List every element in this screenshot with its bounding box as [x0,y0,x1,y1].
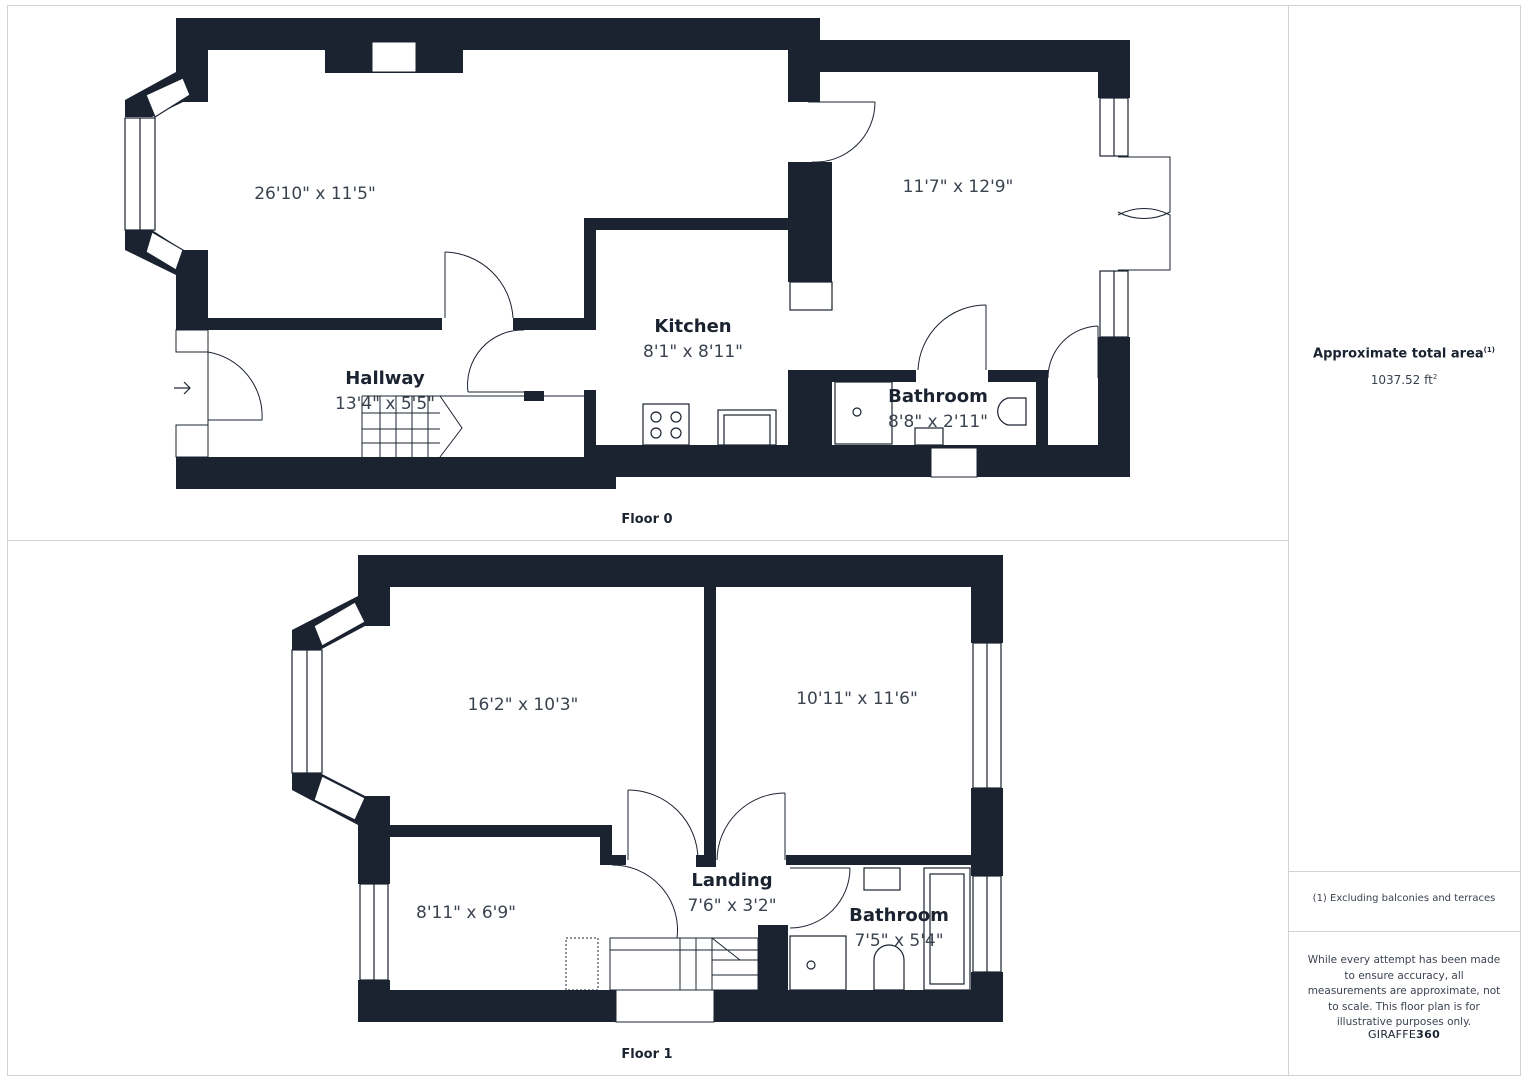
disclaimer-divider [1288,931,1521,932]
floor-0-walls [125,18,1130,489]
area-title-text: Approximate total area [1313,346,1484,362]
floor-0-label: Floor 0 [621,512,673,527]
floor-1-windows [291,601,1002,981]
room-dims: 8'11" x 6'9" [416,903,516,923]
room-dims: 8'8" x 2'11" [888,412,988,432]
room-dims: 7'5" x 5'4" [854,931,943,951]
room-dims: 8'1" x 8'11" [643,342,743,362]
room-name: Kitchen [654,316,731,337]
kitchen-fixtures [642,381,1027,446]
area-value: 1037.52 ft2 [1288,373,1520,387]
brand-bold: 360 [1416,1028,1441,1041]
floor-1-doors [611,789,851,939]
area-value-text: 1037.52 ft [1370,373,1433,387]
summary-panel [1288,5,1521,1076]
floor-1-walls [292,555,1003,1023]
room-dims: 13'4" x 5'5" [335,394,435,414]
floor-0-stairs [361,395,584,458]
room-dims: 16'2" x 10'3" [468,695,579,715]
room-dims: 7'6" x 3'2" [687,896,776,916]
room-name: Hallway [345,368,425,389]
room-name: Bathroom [849,905,949,926]
brand-logo: GIRAFFE360 [1288,1028,1520,1041]
entrance-arrow-icon [174,381,191,395]
floor-0-windows [124,77,1129,338]
floor-1-stairs [565,937,759,991]
area-footnote-marker: (1) [1483,346,1495,354]
area-title: Approximate total area(1) [1288,346,1520,361]
footnote: (1) Excluding balconies and terraces [1312,893,1496,904]
area-unit-exponent: 2 [1432,373,1438,381]
brand-light: GIRAFFE [1367,1028,1417,1041]
room-name: Bathroom [888,386,988,407]
room-dims: 26'10" x 11'5" [254,184,376,204]
footnote-divider [1288,871,1521,872]
floor-1-bathroom-fixtures [789,867,971,991]
room-dims: 10'11" x 11'6" [796,689,918,709]
disclaimer: While every attempt has been made to ens… [1307,954,1501,1028]
floor-1-label: Floor 1 [621,1047,673,1062]
room-name: Landing [691,870,772,891]
floor-0-doors [207,101,1171,425]
room-dims: 11'7" x 12'9" [903,177,1014,197]
